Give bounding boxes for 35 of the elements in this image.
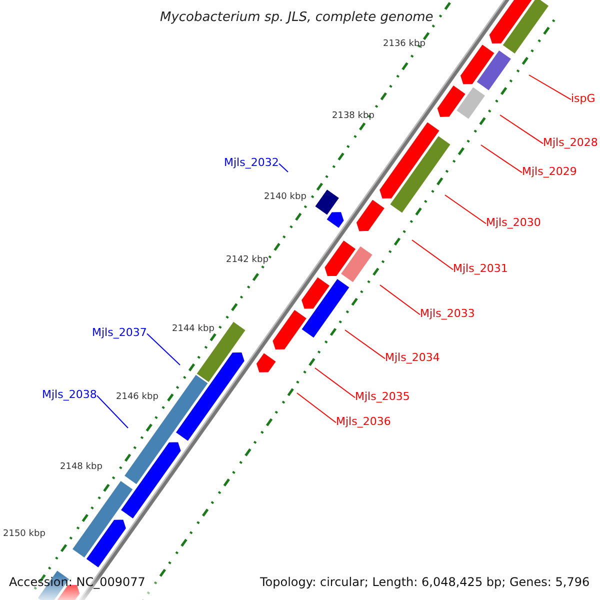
leader-line (96, 395, 128, 428)
leader-line (278, 163, 288, 172)
leader-line (412, 240, 454, 270)
map-title: Mycobacterium sp. JLS, complete genome (160, 11, 434, 24)
accession-text: Accession: NC_009077 (9, 576, 146, 588)
gene-label: Mjls_2031 (453, 263, 508, 274)
scale-label: 2142 kbp (226, 256, 268, 265)
gene-label: Mjls_2035 (355, 391, 410, 402)
scale-label: 2148 kbp (60, 463, 102, 472)
gene-label: Mjls_2036 (336, 416, 391, 427)
gene-label: Mjls_2033 (420, 308, 475, 319)
leader-line (528, 74, 572, 100)
gene-label: Mjls_2034 (385, 352, 440, 363)
scale-label: 2138 kbp (332, 112, 374, 121)
gene-label: Mjls_2029 (522, 166, 577, 177)
leader-line (380, 284, 420, 316)
leader-line (480, 144, 522, 174)
leader-line (344, 330, 386, 360)
leader-line (146, 333, 180, 366)
leader-line (314, 368, 356, 398)
gene-label: Mjls_2037 (92, 327, 147, 338)
gene-label: Mjls_2032 (224, 157, 279, 168)
scale-label: 2136 kbp (383, 40, 426, 49)
scale-label: 2146 kbp (116, 393, 158, 402)
leader-line (500, 114, 544, 144)
leader-line (296, 392, 336, 424)
scale-label: 2150 kbp (3, 530, 46, 539)
genome-info-text: Topology: circular; Length: 6,048,425 bp; Genes: 5,796 (260, 576, 590, 588)
scale-label: 2140 kbp (264, 193, 306, 202)
scale-label: 2144 kbp (172, 325, 214, 334)
gene-label: Mjls_2038 (42, 389, 97, 400)
gene-label: Mjls_2030 (486, 217, 541, 228)
gene-label: ispG (571, 93, 596, 104)
gene-label: Mjls_2028 (543, 137, 598, 148)
leader-line (444, 194, 486, 224)
